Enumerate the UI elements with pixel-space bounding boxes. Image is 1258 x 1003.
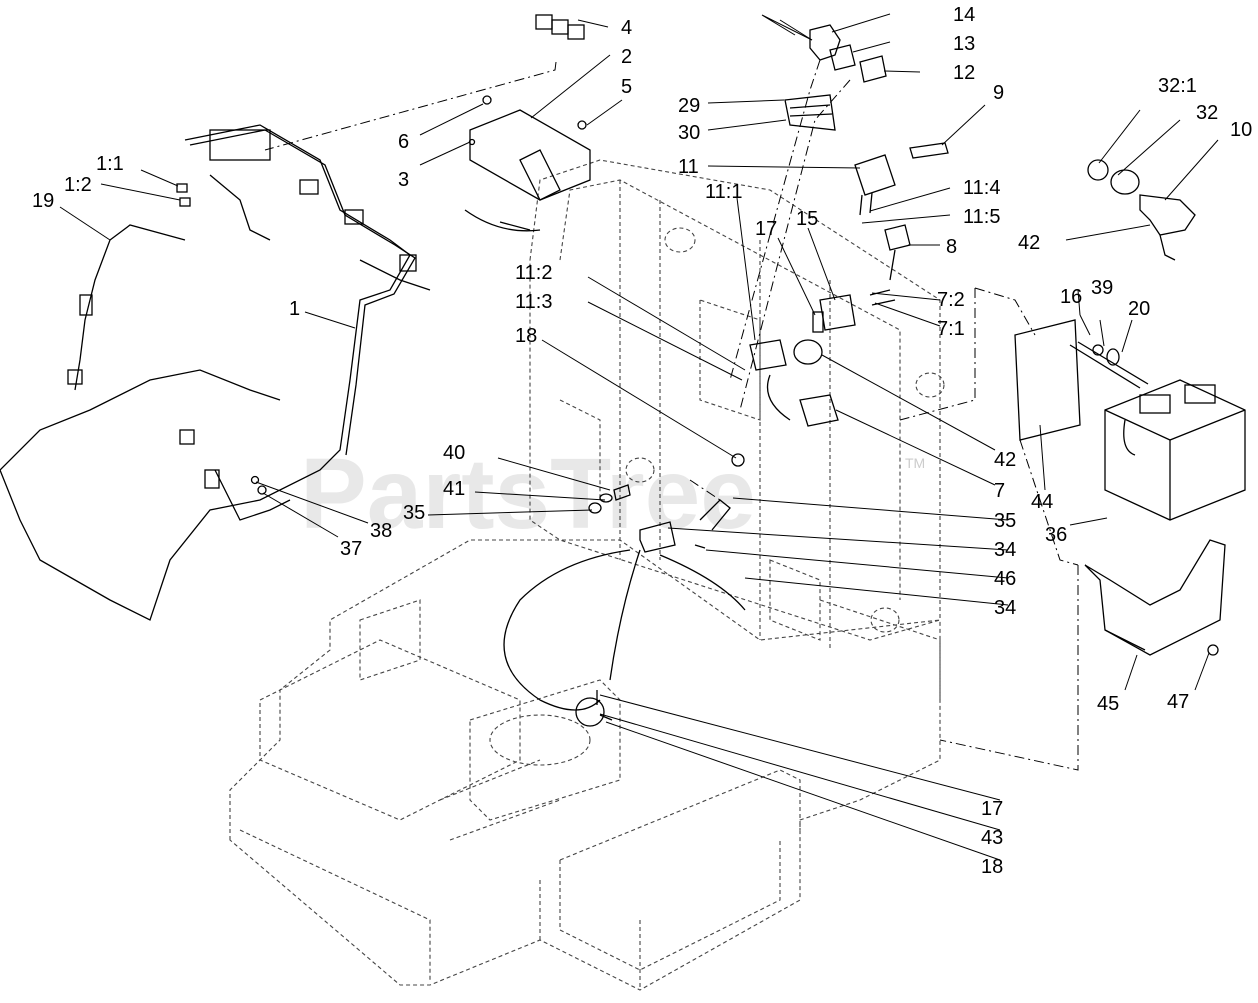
- callout-13: 13: [953, 33, 975, 55]
- watermark: PartsTree TM: [300, 438, 925, 550]
- callout-34-bottom: 34: [994, 597, 1016, 619]
- callout-6: 6: [398, 131, 409, 153]
- callout-1: 1: [289, 298, 300, 320]
- callout-1-1: 1:1: [96, 153, 124, 175]
- ignition-switch-assembly: [1087, 159, 1196, 261]
- callout-32: 32: [1196, 102, 1218, 124]
- callout-37: 37: [340, 538, 362, 560]
- callout-15: 15: [796, 208, 818, 230]
- callout-47: 47: [1167, 691, 1189, 713]
- callout-17-bottom: 17: [981, 798, 1003, 820]
- wiring-harness: [0, 124, 431, 621]
- callout-42-mid: 42: [994, 449, 1016, 471]
- callout-4: 4: [621, 17, 632, 39]
- relay-11-and-indicator-9: [854, 142, 949, 216]
- callout-labels: 4 2 5 6 3 1:1 1:2 19 1 14 13 12 29 30 9 …: [32, 4, 1252, 878]
- battery-cables: [503, 453, 746, 711]
- callout-11-1: 11:1: [705, 181, 742, 203]
- callout-38: 38: [370, 520, 392, 542]
- callout-34-top: 34: [994, 539, 1016, 561]
- leader-lines: [59, 13, 1219, 861]
- callout-30: 30: [678, 122, 700, 144]
- callout-18-bottom: 18: [981, 856, 1003, 878]
- plate-and-rod: [1014, 319, 1149, 441]
- callout-9: 9: [993, 82, 1004, 104]
- callout-35-left: 35: [403, 502, 425, 524]
- tower-frame: [529, 159, 945, 650]
- switch-stack: [784, 24, 887, 131]
- battery-tray: [1084, 539, 1226, 656]
- watermark-tm: TM: [905, 455, 925, 471]
- callout-17-top: 17: [755, 218, 777, 240]
- callout-1-2: 1:2: [64, 174, 92, 196]
- callout-10: 10: [1230, 119, 1252, 141]
- callout-43: 43: [981, 827, 1003, 849]
- callout-7-1: 7:1: [937, 318, 965, 340]
- cable-19: [67, 224, 186, 391]
- callout-20: 20: [1128, 298, 1150, 320]
- callout-45: 45: [1097, 693, 1119, 715]
- callout-11-5: 11:5: [963, 206, 1000, 228]
- callout-11-3: 11:3: [515, 291, 552, 313]
- callout-44: 44: [1031, 491, 1053, 513]
- starter-solenoid: [575, 690, 613, 727]
- callout-42-top: 42: [1018, 232, 1040, 254]
- callout-32-1: 32:1: [1158, 75, 1197, 97]
- battery: [1104, 379, 1246, 521]
- callout-36: 36: [1045, 524, 1067, 546]
- assembly-dashlines: [264, 59, 1079, 771]
- callout-11-2: 11:2: [515, 262, 552, 284]
- callout-16: 16: [1060, 286, 1082, 308]
- callout-14: 14: [953, 4, 975, 26]
- callout-8: 8: [946, 236, 957, 258]
- callout-11: 11: [678, 156, 699, 178]
- callout-46: 46: [994, 568, 1016, 590]
- relay-bracket-assembly: [464, 14, 591, 232]
- terminals-1-1-1-2: [176, 183, 191, 207]
- callout-11-4: 11:4: [963, 177, 1000, 199]
- callout-12: 12: [953, 62, 975, 84]
- callout-39: 39: [1091, 277, 1113, 299]
- chassis-frame: [229, 539, 941, 991]
- callout-5: 5: [621, 76, 632, 98]
- callout-7-2: 7:2: [937, 289, 965, 311]
- callout-40: 40: [443, 442, 465, 464]
- callout-18-top: 18: [515, 325, 537, 347]
- watermark-brand: PartsTree: [300, 438, 756, 550]
- callout-2: 2: [621, 46, 632, 68]
- callout-35-right: 35: [994, 510, 1016, 532]
- tower-switches: [749, 294, 856, 427]
- callout-41: 41: [443, 478, 465, 500]
- callout-19: 19: [32, 190, 54, 212]
- callout-7: 7: [994, 480, 1005, 502]
- callout-3: 3: [398, 169, 409, 191]
- callout-29: 29: [678, 95, 700, 117]
- fasteners-37-38: [250, 475, 267, 495]
